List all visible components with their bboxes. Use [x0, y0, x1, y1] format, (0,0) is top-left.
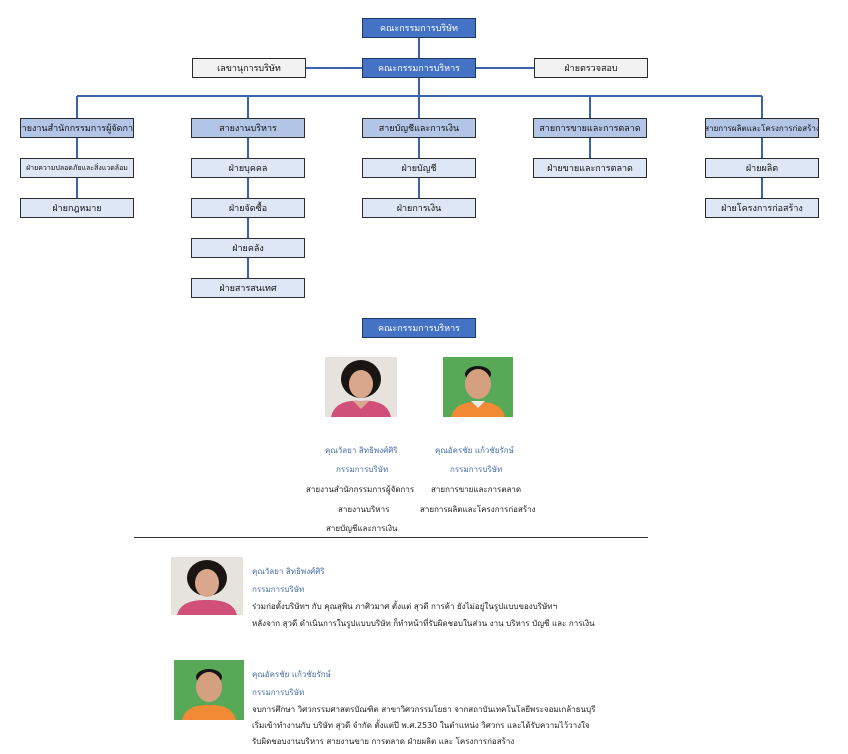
- executive-committee-heading: คณะกรรมการบริหาร: [362, 318, 476, 338]
- it-dept-box: ฝ่ายสารสนเทศ: [191, 278, 305, 298]
- bio-text-akkarachai-2: เริ่มเข้าทำงานกับ บริษัท สุวดี จำกัด ตั้…: [252, 721, 590, 730]
- org-chart-connectors: [76, 37, 763, 278]
- member-role-akkarachai: กรรมการบริษัท: [450, 465, 503, 474]
- construction-project-dept-box: ฝ่ายโครงการก่อสร้าง: [705, 198, 819, 218]
- accounting-dept-box: ฝ่ายบัญชี: [362, 158, 476, 178]
- member-name-akkarachai: คุณอัครชัย แก้วชัยรักษ์: [435, 446, 514, 455]
- company-secretary-box: เลขานุการบริษัท: [192, 58, 306, 78]
- purchasing-dept-box: ฝ่ายจัดซื้อ: [191, 198, 305, 218]
- member-name-walaya: คุณวัลยา สิทธิพงศ์ศิริ: [325, 446, 398, 455]
- md-office-line-box: สายงานสำนักกรรมการผู้จัดการ: [20, 118, 134, 138]
- member-line-walaya-1: สายงานสำนักกรรมการผู้จัดการ: [306, 485, 415, 494]
- member-photo-walaya: [325, 357, 397, 417]
- sales-marketing-dept-box: ฝ่ายขายและการตลาด: [533, 158, 647, 178]
- member-photo-akkarachai: [443, 357, 513, 417]
- board-of-directors-box: คณะกรรมการบริษัท: [362, 18, 476, 38]
- executive-committee-box: คณะกรรมการบริหาร: [362, 58, 476, 78]
- bio-text-akkarachai-1: จบการศึกษา วิศวกรรมศาสตรบัณฑิต สาขาวิศวก…: [252, 705, 596, 714]
- production-construction-line-box: สายการผลิตและโครงการก่อสร้าง: [705, 118, 819, 138]
- bio-photo-walaya: [171, 557, 243, 615]
- administration-line-box: สายงานบริหาร: [191, 118, 305, 138]
- warehouse-dept-box: ฝ่ายคลัง: [191, 238, 305, 258]
- member-line-akkarachai-2: สายการผลิตและโครงการก่อสร้าง: [420, 505, 536, 514]
- legal-dept-box: ฝ่ายกฎหมาย: [20, 198, 134, 218]
- audit-dept-box: ฝ่ายตรวจสอบ: [534, 58, 648, 78]
- accounting-finance-line-box: สายบัญชีและการเงิน: [362, 118, 476, 138]
- section-divider: [134, 537, 648, 538]
- bio-name-walaya: คุณวัลยา สิทธิพงศ์ศิริ: [252, 567, 325, 576]
- member-line-akkarachai-1: สายการขายและการตลาด: [431, 485, 522, 494]
- hr-dept-box: ฝ่ายบุคคล: [191, 158, 305, 178]
- member-line-walaya-2: สายงานบริหาร: [338, 505, 390, 514]
- bio-photo-akkarachai: [174, 660, 244, 720]
- production-dept-box: ฝ่ายผลิต: [705, 158, 819, 178]
- finance-dept-box: ฝ่ายการเงิน: [362, 198, 476, 218]
- member-role-walaya: กรรมการบริษัท: [336, 465, 389, 474]
- sales-marketing-line-box: สายการขายและการตลาด: [533, 118, 647, 138]
- bio-role-walaya: กรรมการบริษัท: [252, 585, 305, 594]
- bio-text-akkarachai-3: รับผิดชอบงานบริหาร สายงานขาย การตลาด ฝ่า…: [252, 737, 515, 746]
- safety-environment-dept-box: ฝ่ายความปลอดภัยและสิ่งแวดล้อม: [20, 158, 134, 178]
- bio-role-akkarachai: กรรมการบริษัท: [252, 688, 305, 697]
- bio-text-walaya-2: หลังจาก สุวดี ดำเนินการในรูปแบบบริษัท ก็…: [252, 619, 595, 628]
- member-line-walaya-3: สายบัญชีและการเงิน: [326, 524, 398, 533]
- bio-name-akkarachai: คุณอัครชัย แก้วชัยรักษ์: [252, 670, 331, 679]
- bio-text-walaya-1: ร่วมก่อตั้งบริษัทฯ กับ คุณสุพิน ภาศิวมาศ…: [252, 602, 558, 611]
